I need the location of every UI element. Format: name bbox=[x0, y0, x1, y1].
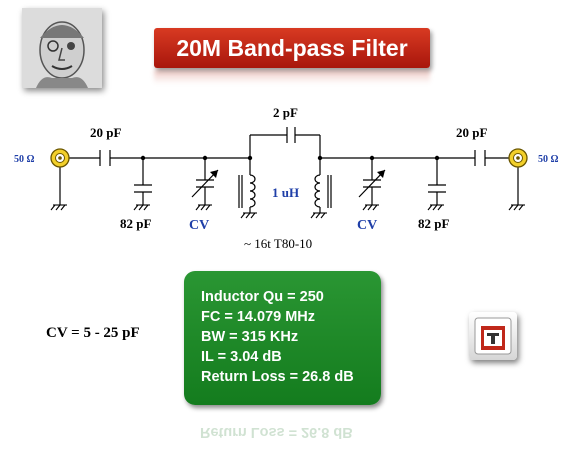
cv-range-note: CV = 5 - 25 pF bbox=[46, 325, 140, 341]
core-note-label: ~ 16t T80-10 bbox=[244, 236, 312, 251]
spec-insertion-loss: IL = 3.04 dB bbox=[201, 349, 282, 365]
connector-left-icon bbox=[50, 148, 70, 168]
spec-center-frequency: FC = 14.079 MHz bbox=[201, 309, 316, 325]
title-reflection bbox=[154, 70, 430, 84]
specs-reflection-text: Return Loss = 26.8 dB bbox=[200, 424, 353, 440]
title-banner: 20M Band-pass Filter bbox=[154, 28, 430, 68]
page-title: 20M Band-pass Filter bbox=[176, 34, 408, 61]
connector-right-icon bbox=[508, 148, 528, 168]
logo-icon bbox=[469, 312, 517, 360]
cap-series-left-label: 20 pF bbox=[90, 125, 121, 140]
cv-right-label: CV bbox=[357, 218, 377, 233]
spec-bandwidth: BW = 315 KHz bbox=[201, 329, 299, 345]
filter-schematic: 50 Ω 50 Ω 20 pF 20 pF 2 pF 1 uH 82 pF 82… bbox=[14, 105, 559, 251]
spec-return-loss: Return Loss = 26.8 dB bbox=[201, 369, 354, 385]
spec-inductor-qu: Inductor Qu = 250 bbox=[201, 289, 324, 305]
cap-shunt-left-label: 82 pF bbox=[120, 216, 151, 231]
cap-series-right-label: 20 pF bbox=[456, 125, 487, 140]
port-left-label: 50 Ω bbox=[14, 154, 35, 165]
specs-panel: Inductor Qu = 250 FC = 14.079 MHz BW = 3… bbox=[184, 271, 381, 405]
cap-coupling-label: 2 pF bbox=[273, 105, 298, 120]
portrait-image bbox=[22, 8, 102, 88]
specs-reflection: Return Loss = 26.8 dB bbox=[200, 424, 380, 448]
port-right-label: 50 Ω bbox=[538, 154, 559, 165]
cap-shunt-right-label: 82 pF bbox=[418, 216, 449, 231]
inductor-label: 1 uH bbox=[272, 185, 299, 200]
cv-left-label: CV bbox=[189, 218, 209, 233]
